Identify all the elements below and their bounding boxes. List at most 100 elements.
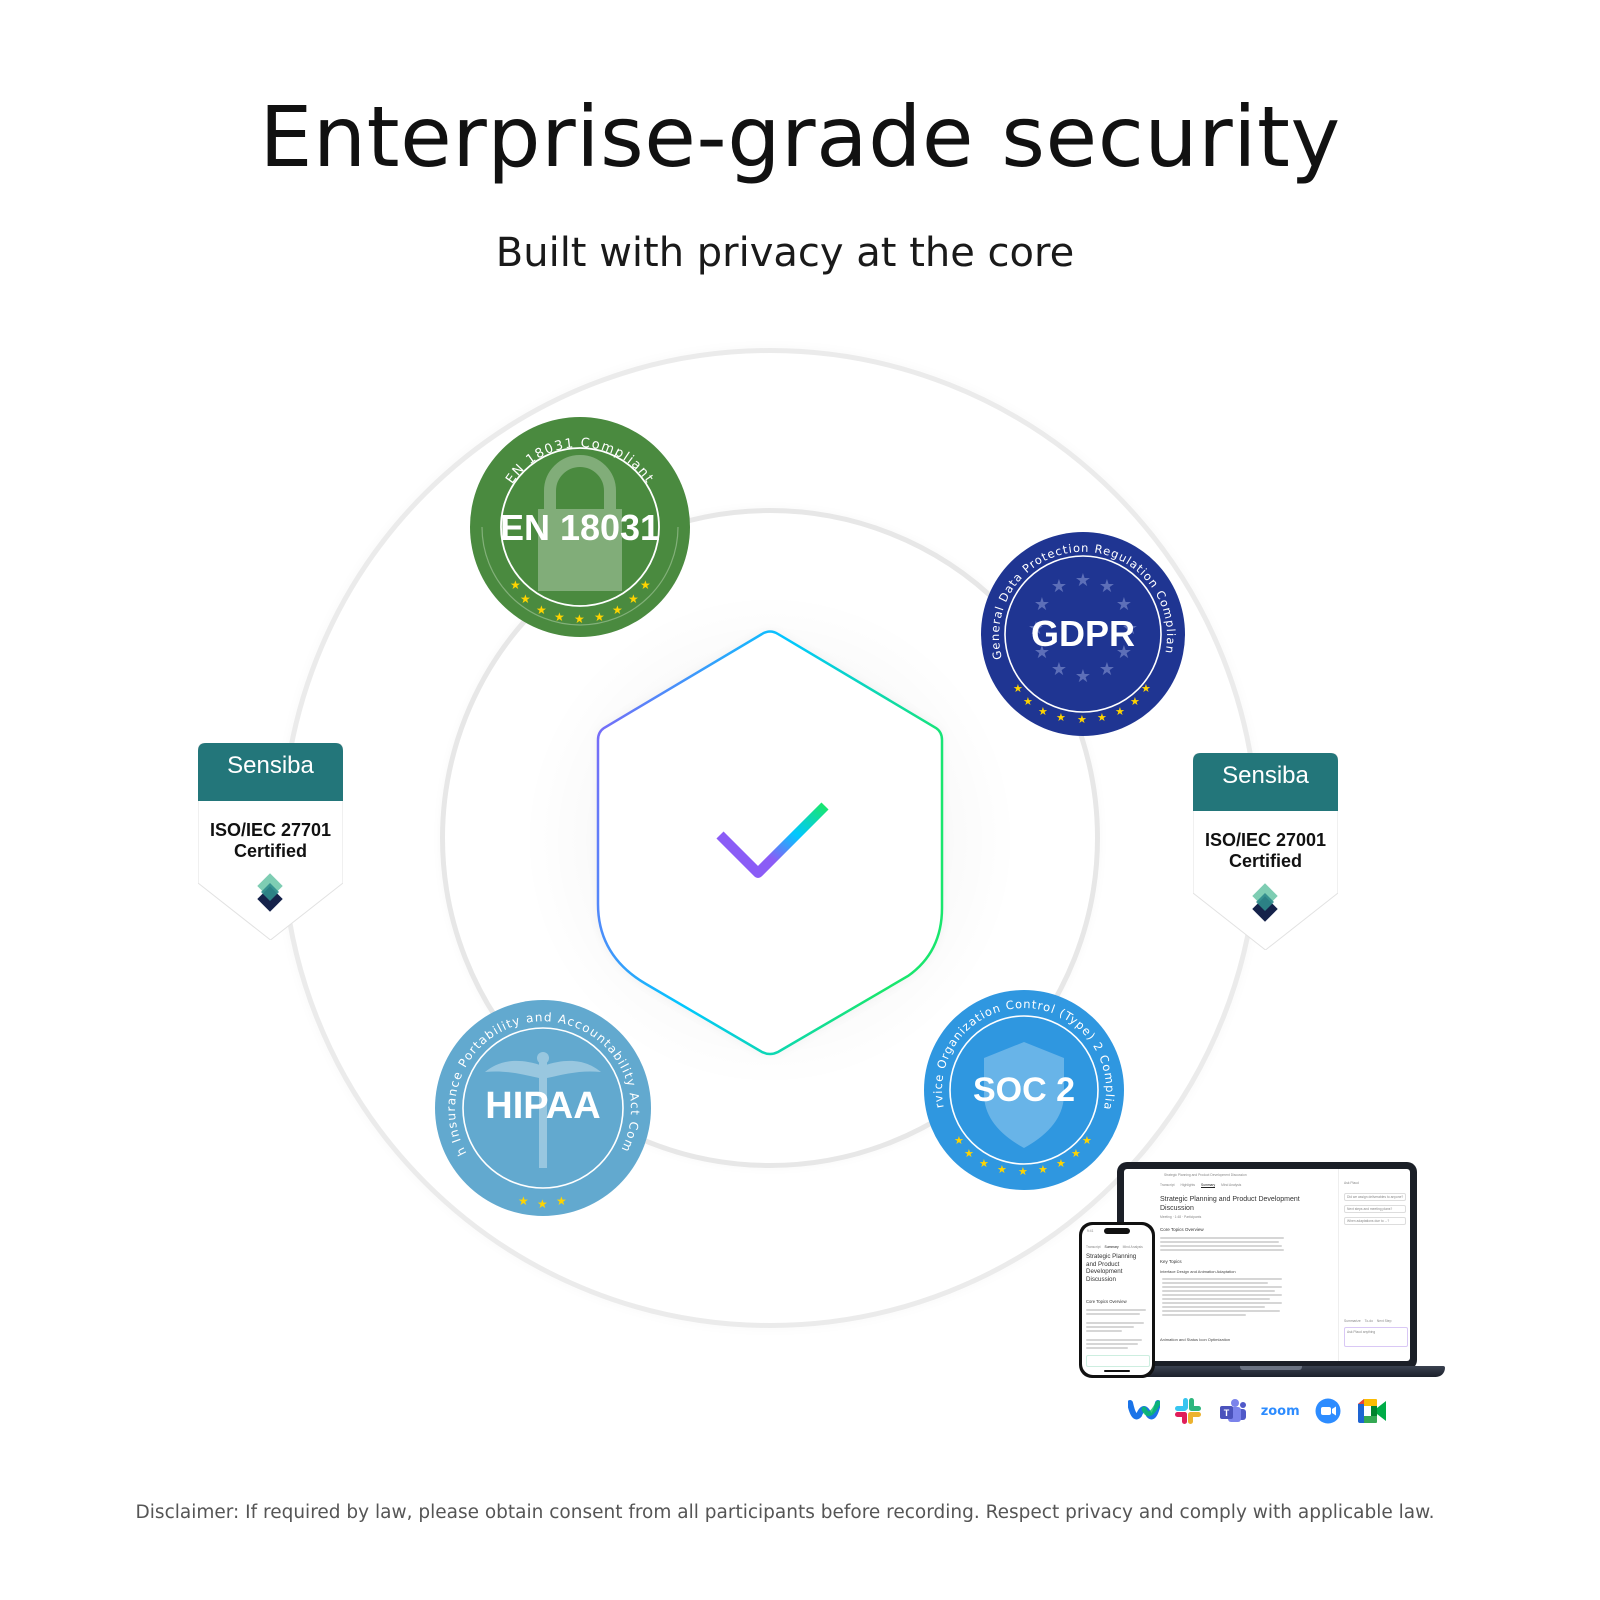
svg-text:★: ★ xyxy=(1075,570,1091,590)
dynamic-island xyxy=(1104,1228,1130,1234)
iso27701-line2: Certified xyxy=(233,841,307,861)
svg-text:★: ★ xyxy=(964,1148,974,1160)
svg-text:★: ★ xyxy=(1116,642,1132,662)
suggested-question[interactable]: Did we assign deliverables to anyone? xyxy=(1344,1193,1407,1201)
laptop-subsection2: Animation and Status Icon Optimization xyxy=(1160,1337,1231,1342)
stars-icon: ★★★ xyxy=(518,1194,567,1211)
laptop-base xyxy=(1100,1366,1445,1377)
eu-stars-icon: ★★★ ★★★ ★★★ ★★★ xyxy=(1028,570,1138,686)
svg-text:★: ★ xyxy=(979,1158,989,1170)
laptop-meta: Meeting · 1:48 · Participants xyxy=(1160,1215,1202,1219)
inner-ring xyxy=(440,508,1100,1168)
svg-text:★: ★ xyxy=(574,612,585,626)
svg-text:★: ★ xyxy=(594,610,605,624)
soc2-badge: Service Organization Control (Type) 2 Co… xyxy=(924,990,1124,1190)
zoom-camera-icon xyxy=(1312,1395,1344,1427)
gdpr-badge: General Data Protection Regulation Compl… xyxy=(981,532,1185,736)
tab-summary[interactable]: Summary xyxy=(1104,1245,1119,1249)
svg-text:★: ★ xyxy=(520,592,531,606)
phone-ask-input[interactable] xyxy=(1086,1355,1150,1367)
svg-text:★: ★ xyxy=(1023,696,1033,708)
svg-text:★: ★ xyxy=(1034,642,1050,662)
tab-transcript[interactable]: Transcript xyxy=(1160,1183,1175,1187)
page-title: Enterprise-grade security xyxy=(259,88,1341,186)
laptop-section1: Core Topics Overview xyxy=(1160,1227,1204,1232)
ask-input[interactable]: Ask Plaud anything xyxy=(1344,1327,1408,1347)
svg-text:★: ★ xyxy=(1099,659,1115,679)
svg-text:★: ★ xyxy=(1051,576,1067,596)
svg-text:★: ★ xyxy=(1056,712,1066,724)
svg-text:★: ★ xyxy=(1122,618,1138,638)
zoom-wordmark: zoom xyxy=(1260,1403,1300,1419)
next-step-button[interactable]: Next Step xyxy=(1376,1319,1392,1323)
phone-time: 9:41 xyxy=(1087,1229,1094,1233)
svg-text:★: ★ xyxy=(1038,1164,1048,1176)
svg-text:★: ★ xyxy=(954,1135,964,1147)
webex-icon xyxy=(1128,1395,1160,1427)
laptop-subsection1: Interface Design and Animation Adaptatio… xyxy=(1160,1269,1236,1274)
svg-text:★: ★ xyxy=(1018,1166,1028,1178)
stars-icon: ★ ★ ★ ★ ★ ★ ★ ★ ★ xyxy=(510,578,651,626)
tab-mind-analysis[interactable]: Mind Analysis xyxy=(1221,1183,1242,1187)
svg-text:★: ★ xyxy=(640,578,651,592)
svg-text:T: T xyxy=(1224,1408,1230,1418)
tab-transcript[interactable]: Transcript xyxy=(1086,1245,1101,1249)
svg-text:★: ★ xyxy=(1034,594,1050,614)
svg-text:★: ★ xyxy=(1075,666,1091,686)
svg-text:★: ★ xyxy=(510,578,521,592)
svg-text:★: ★ xyxy=(1038,706,1048,718)
disclaimer: Disclaimer: If required by law, please o… xyxy=(135,1502,1435,1523)
stars-icon: ★★★ ★★★ ★★★ xyxy=(1013,683,1151,726)
slack-icon xyxy=(1172,1395,1204,1427)
svg-text:★: ★ xyxy=(1077,714,1087,726)
svg-text:★: ★ xyxy=(1130,696,1140,708)
svg-text:★: ★ xyxy=(1056,1158,1066,1170)
svg-text:★: ★ xyxy=(1116,594,1132,614)
tab-mind-analysis[interactable]: Mind Analysis xyxy=(1122,1245,1143,1249)
svg-text:★: ★ xyxy=(1115,706,1125,718)
sensiba-brand: Sensiba xyxy=(1222,762,1309,789)
stars-icon: ★★★ ★★★ ★★★ xyxy=(954,1135,1092,1178)
sensiba-brand: Sensiba xyxy=(227,752,314,779)
ask-panel-title: Ask Plaud xyxy=(1344,1181,1359,1185)
iso27001-cert: ISO/IEC 27001 Certified xyxy=(1193,830,1338,872)
integrations-row: T zoom xyxy=(1128,1395,1388,1427)
iso27001-line1: ISO/IEC 27001 xyxy=(1204,830,1327,850)
phone-doc-title: Strategic Planning and Product Developme… xyxy=(1086,1253,1137,1283)
tab-summary[interactable]: Summary xyxy=(1201,1183,1216,1188)
svg-text:★: ★ xyxy=(518,1194,529,1208)
caduceus-icon xyxy=(485,1052,601,1168)
svg-text:★: ★ xyxy=(997,1164,1007,1176)
suggested-question[interactable]: Next steps and meeting plans? xyxy=(1344,1205,1407,1213)
en18031-title: EN 18031 xyxy=(499,507,661,548)
iso27701-badge: Sensiba ISO/IEC 27701 Certified xyxy=(198,743,343,940)
iso27001-badge: Sensiba ISO/IEC 27001 Certified xyxy=(1193,753,1338,950)
todo-button[interactable]: To-do xyxy=(1364,1319,1373,1323)
svg-text:★: ★ xyxy=(1097,712,1107,724)
iso27001-line2: Certified xyxy=(1228,851,1302,871)
svg-text:★: ★ xyxy=(554,610,565,624)
laptop-tabs: Transcript Highlights Summary Mind Analy… xyxy=(1160,1183,1241,1188)
phone-section: Core Topics Overview xyxy=(1086,1299,1127,1304)
laptop-section2: Key Topics xyxy=(1160,1259,1182,1264)
svg-text:★: ★ xyxy=(556,1194,567,1208)
home-indicator xyxy=(1104,1370,1130,1372)
svg-text:★: ★ xyxy=(1082,1135,1092,1147)
summarize-button[interactable]: Summarize xyxy=(1344,1319,1361,1323)
suggested-question[interactable]: When adaptations due to ...? xyxy=(1344,1217,1407,1225)
page-subtitle: Built with privacy at the core xyxy=(495,230,1075,276)
shield-icon xyxy=(984,1042,1064,1148)
padlock-icon xyxy=(538,455,622,591)
laptop-doc-title: Strategic Planning and Product Developme… xyxy=(1160,1196,1300,1212)
tab-highlights[interactable]: Highlights xyxy=(1180,1183,1196,1187)
iso27701-line1: ISO/IEC 27701 xyxy=(209,820,332,840)
svg-text:★: ★ xyxy=(1099,576,1115,596)
phone-screen: 9:41 Transcript Summary Mind Analysis St… xyxy=(1082,1225,1152,1375)
hipaa-badge: Health Insurance Portability and Account… xyxy=(435,1000,651,1216)
laptop-screen: Strategic Planning and Product Developme… xyxy=(1124,1169,1410,1361)
microsoft-teams-icon: T xyxy=(1217,1395,1249,1427)
svg-text:★: ★ xyxy=(612,603,623,617)
laptop-window-title: Strategic Planning and Product Developme… xyxy=(1164,1173,1247,1177)
hipaa-ring-text: Health Insurance Portability and Account… xyxy=(435,1000,641,1158)
shield-check-icon xyxy=(590,624,950,1060)
